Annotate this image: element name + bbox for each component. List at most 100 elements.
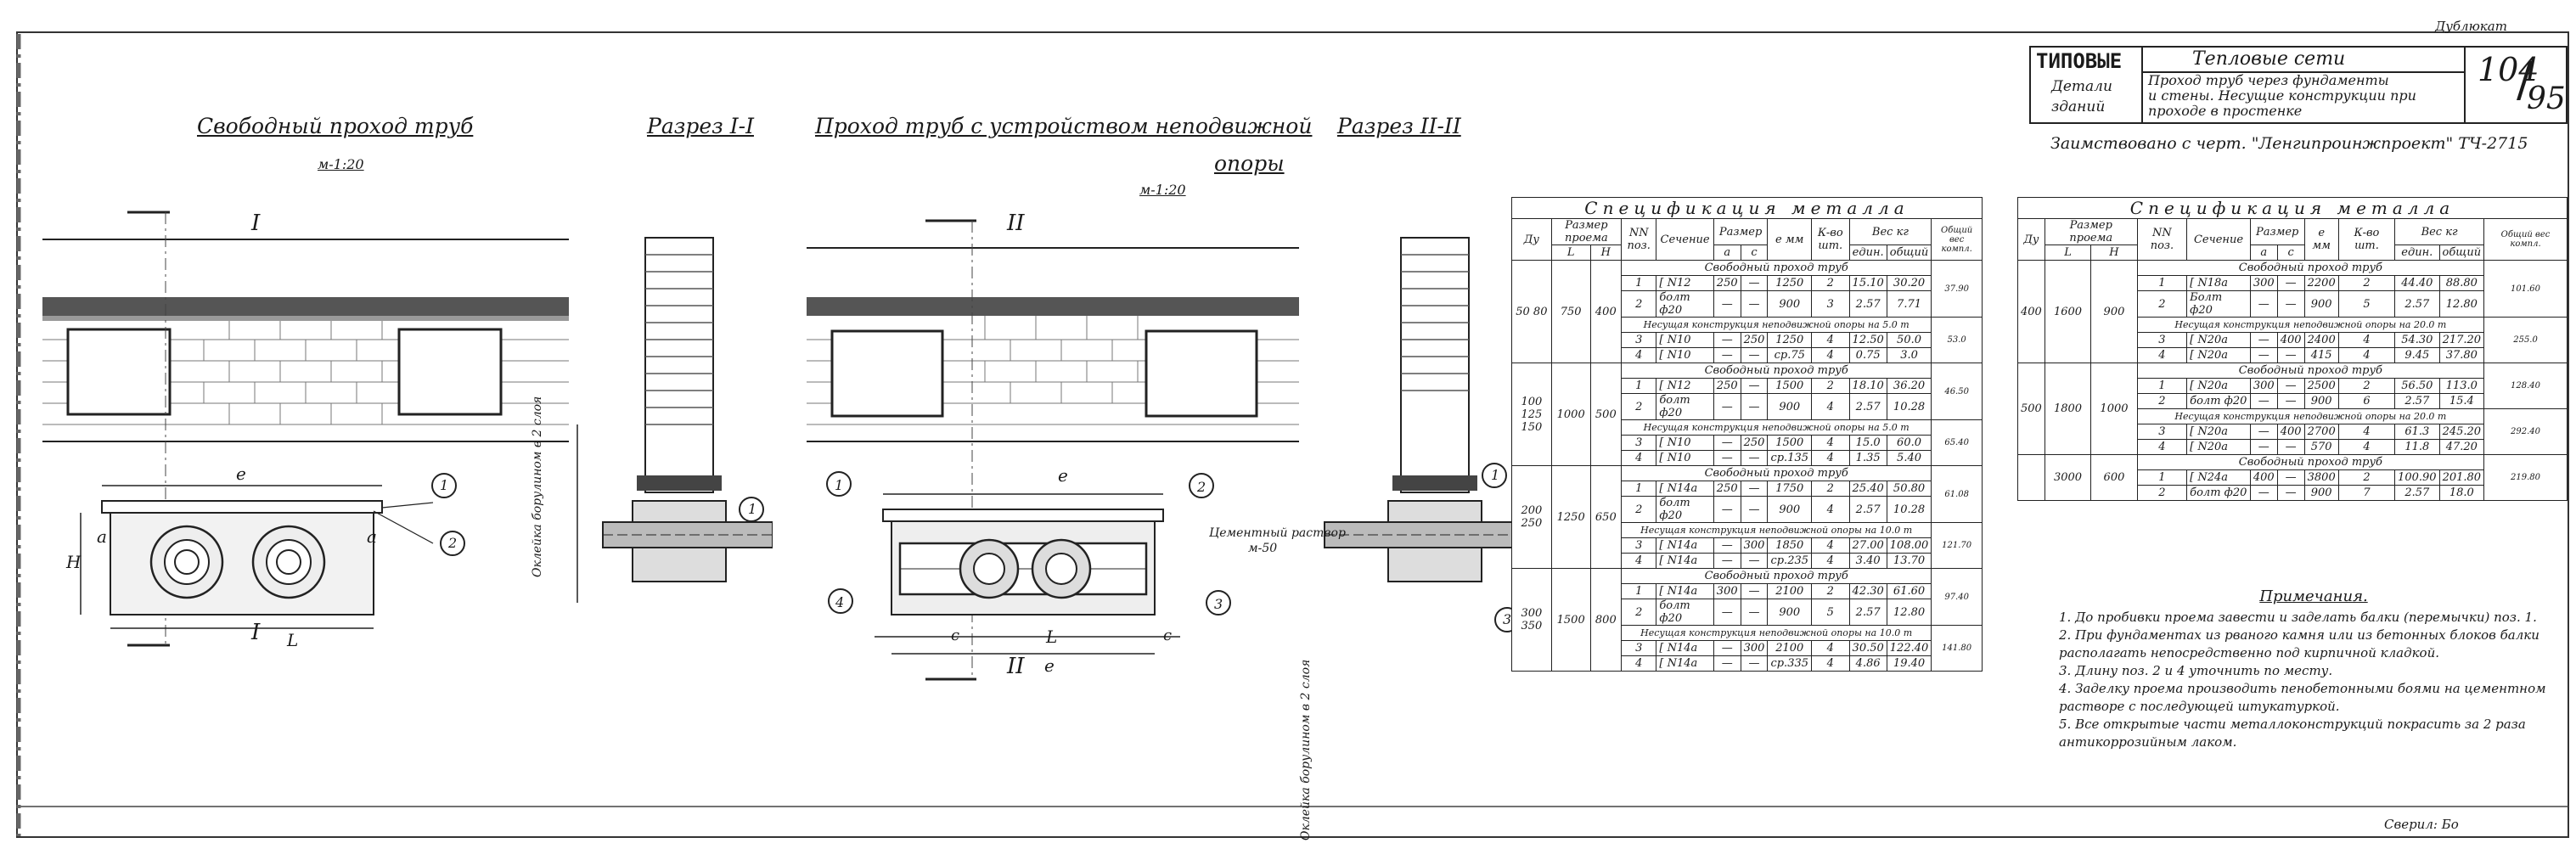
cell-e: 2200: [2303, 275, 2339, 291]
cell-L: 1600: [2044, 260, 2092, 363]
cell-total: 47.20: [2438, 439, 2485, 455]
cell-c: —: [1740, 378, 1769, 394]
cell-pos: 1: [2136, 469, 2188, 486]
cell-e: ср.235: [1767, 553, 1813, 569]
cell-qty: 2: [1811, 378, 1850, 394]
cell-e: 900: [2303, 290, 2339, 318]
cell-c: —: [1740, 450, 1769, 466]
note-item: 4. Заделку проема производить пенобетонн…: [2059, 681, 2546, 714]
cell-H: 500: [1589, 363, 1623, 466]
cell-a: 250: [1713, 378, 1741, 394]
cell-c: —: [1740, 599, 1769, 626]
spec-group-label-row: Несущая конструкция неподвижной опоры на…: [2018, 408, 2568, 455]
hdr-unit: един.: [1848, 245, 1887, 261]
cell-c: —: [1740, 347, 1769, 363]
cell-unit: 3.40: [1848, 553, 1887, 569]
cell-a: —: [1713, 435, 1741, 451]
cell-e: 3800: [2303, 469, 2339, 486]
cell-pos: 4: [2136, 347, 2188, 363]
cell-total: 10.28: [1886, 496, 1932, 523]
cell-H: 800: [1589, 568, 1623, 672]
cell-a: 300: [2249, 275, 2278, 291]
cell-total: 61.60: [1886, 583, 1932, 599]
cell-total: 37.80: [2438, 347, 2485, 363]
cell-e: 2100: [1767, 640, 1813, 656]
group-label: Несущая конструкция неподвижной опоры на…: [2136, 408, 2485, 424]
cell-grand: 121.70: [1931, 522, 1983, 569]
cell-total: 30.20: [1886, 275, 1932, 291]
borrowed-note: Заимствовано с черт. "Ленгипроинжпроект"…: [2050, 134, 2528, 153]
dim-e-fixed-bottom: e: [1044, 655, 1055, 676]
hdr-e: e мм: [2303, 218, 2339, 261]
cell-qty: 4: [1811, 496, 1850, 523]
stamp-description: Проход труб через фундаменты и стены. Не…: [2148, 73, 2416, 119]
cell-unit: 100.90: [2394, 469, 2440, 486]
cell-qty: 5: [1811, 599, 1850, 626]
cell-grand: 46.50: [1931, 363, 1983, 420]
dim-e-fixed: e: [1058, 465, 1068, 486]
fixed-callout-4: 4: [835, 594, 845, 610]
cell-dy: [2017, 454, 2045, 501]
hdr-c: c: [1740, 245, 1769, 261]
cell-section: [ N10: [1656, 332, 1714, 348]
cell-unit: 2.57: [1848, 290, 1887, 318]
stamp-desc-3: проходе в простенке: [2148, 103, 2303, 119]
cell-pos: 1: [1621, 378, 1657, 394]
note-item: 5. Все открытые части металлоконструкций…: [2059, 717, 2526, 750]
cell-c: —: [2276, 469, 2305, 486]
cell-section: [ N14a: [1656, 583, 1714, 599]
hdr-unit: един.: [2394, 245, 2440, 261]
cell-e: 1250: [1767, 332, 1813, 348]
group-label: Свободный проход труб: [2136, 363, 2485, 379]
cell-unit: 2.57: [2394, 290, 2440, 318]
free-callout-2: 2: [448, 535, 458, 551]
hdr-a: a: [2249, 245, 2278, 261]
notes-block: Примечания. 1. До пробивки проема завест…: [2059, 587, 2568, 751]
cell-unit: 54.30: [2394, 332, 2440, 348]
cell-e: 1250: [1767, 275, 1813, 291]
section-1-title: Разрез I-I: [647, 114, 754, 138]
cell-qty: 2: [1811, 583, 1850, 599]
cell-a: —: [1713, 599, 1741, 626]
group-label: Несущая конструкция неподвижной опоры на…: [1621, 317, 1932, 333]
cell-pos: 2: [2136, 290, 2188, 318]
hdr-c: c: [2276, 245, 2305, 261]
cell-section: [ N20a: [2186, 439, 2251, 455]
cell-pos: 1: [1621, 275, 1657, 291]
cell-grand: 255.0: [2483, 317, 2568, 363]
cell-unit: 30.50: [1848, 640, 1887, 656]
cell-qty: 4: [1811, 655, 1850, 672]
cell-a: —: [1713, 290, 1741, 318]
cell-section: [ N14a: [1656, 553, 1714, 569]
cell-c: —: [2276, 378, 2305, 394]
cell-grand: 53.0: [1931, 317, 1983, 363]
cell-c: 250: [1740, 332, 1769, 348]
cell-section: болт ф20: [1656, 496, 1714, 523]
cell-qty: 4: [2337, 424, 2396, 440]
cell-total: 50.0: [1886, 332, 1932, 348]
cell-qty: 5: [2337, 290, 2396, 318]
cell-e: 2500: [2303, 378, 2339, 394]
cell-c: —: [1740, 496, 1769, 523]
cell-qty: 4: [2337, 347, 2396, 363]
cell-qty: 2: [2337, 469, 2396, 486]
cell-qty: 4: [1811, 332, 1850, 348]
cell-H: 600: [2090, 454, 2138, 501]
cell-total: 15.4: [2438, 393, 2485, 409]
cell-total: 108.00: [1886, 537, 1932, 554]
cell-section: [ N20a: [2186, 424, 2251, 440]
section2-lining-note: Оклейка борулином в 2 слоя: [1299, 659, 1313, 840]
section-mark-I-bottom: I: [251, 620, 261, 645]
hdr-dim: Размер: [1713, 218, 1769, 245]
cell-pos: 2: [1621, 290, 1657, 318]
spec-left-caption: Спецификация металла: [1511, 197, 1983, 219]
hdr-qty: К-во шт.: [2337, 218, 2396, 261]
cell-unit: 4.86: [1848, 655, 1887, 672]
cell-dy: 500: [2017, 363, 2045, 455]
cell-a: —: [1713, 496, 1741, 523]
